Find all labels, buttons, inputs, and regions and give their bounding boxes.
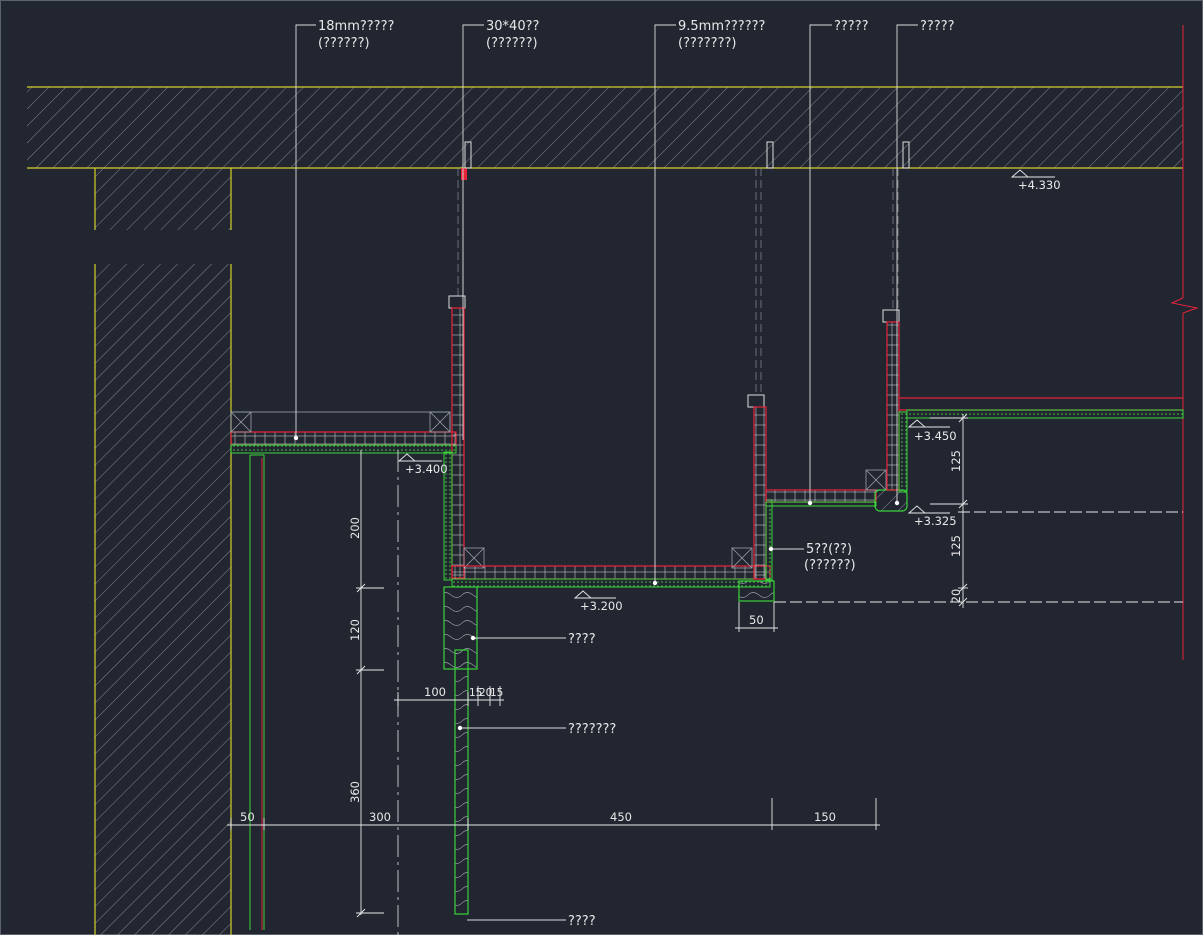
dim-right-125b: 125 — [949, 535, 963, 557]
label-9-5mm-board-sub: (???????) — [678, 36, 736, 51]
dim-360: 360 — [348, 781, 362, 803]
dim-right-125a: 125 — [949, 450, 963, 472]
label-30x40-keel: 30*40?? — [486, 19, 539, 34]
right-drop-board — [882, 141, 910, 493]
label-18mm-board-sub: (??????) — [318, 36, 370, 51]
leader-lines — [295, 24, 918, 921]
elevation-marker-slab — [1010, 169, 1055, 178]
dim-step-50: 50 — [749, 613, 764, 627]
dim-450: 450 — [610, 810, 632, 824]
elevation-marker-lower — [573, 590, 616, 599]
middle-step-board — [765, 469, 908, 512]
elevation-slab: +4.330 — [1018, 178, 1061, 192]
concrete-wall — [94, 264, 232, 935]
label-bottom-2: ??????? — [568, 722, 616, 737]
dim-100: 100 — [424, 685, 446, 699]
elevation-marker-right — [907, 419, 950, 428]
label-18mm-board: 18mm????? — [318, 19, 394, 34]
right-vertical-dimension — [774, 413, 1183, 608]
label-bottom-3: ???? — [568, 914, 596, 929]
elevation-right-ceiling: +3.450 — [914, 429, 957, 443]
concrete-beam — [94, 168, 232, 230]
lower-ceiling-board — [451, 547, 771, 588]
dim-small-1: 15 — [469, 687, 482, 699]
dim-150: 150 — [814, 810, 836, 824]
left-ceiling-board — [230, 411, 457, 454]
left-wall-finish — [249, 454, 265, 930]
label-30x40-keel-sub: (??????) — [486, 36, 538, 51]
dim-right-20: 20 — [949, 589, 963, 604]
elevation-lower-ceiling: +3.200 — [580, 599, 623, 613]
wood-blocks — [443, 580, 775, 915]
dim-300: 300 — [369, 810, 391, 824]
label-top-5: ????? — [920, 19, 955, 34]
left-vertical-dimension — [356, 450, 384, 918]
step-dimension — [735, 602, 778, 632]
dim-200: 200 — [348, 517, 362, 539]
base-dimension-line — [227, 798, 880, 830]
leader-dots — [293, 435, 900, 731]
label-top-4: ????? — [834, 19, 869, 34]
dim-small-2: 20 — [479, 687, 492, 699]
elevation-marker-step — [907, 505, 950, 514]
elevation-marker-left — [397, 453, 442, 462]
left-drop-board — [443, 141, 485, 581]
label-side-1-sub: (??????) — [804, 558, 856, 573]
dim-120: 120 — [348, 619, 362, 641]
label-bottom-1: ???? — [568, 632, 596, 647]
concrete-slab — [27, 86, 1183, 169]
mid-horizontal-dimension — [394, 686, 504, 706]
label-9-5mm-board: 9.5mm?????? — [678, 19, 765, 34]
label-side-1: 5??(??) — [806, 542, 852, 557]
elevation-right-step: +3.325 — [914, 514, 957, 528]
middle-drop-board — [747, 141, 774, 581]
elevation-left-ceiling: +3.400 — [405, 462, 448, 476]
dim-50: 50 — [240, 810, 255, 824]
dim-small-3: 15 — [490, 687, 503, 699]
right-ceiling-board — [899, 397, 1184, 419]
